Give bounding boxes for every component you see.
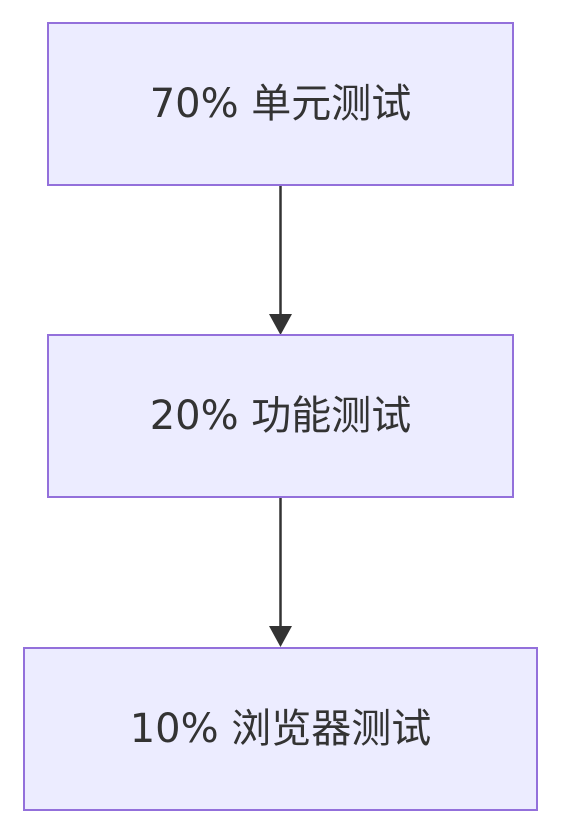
node-functional-tests: 20% 功能测试 [47,334,514,498]
node-label: 70% 单元测试 [149,81,412,127]
node-label: 10% 浏览器测试 [129,706,432,752]
node-label: 20% 功能测试 [149,393,412,439]
arrowhead-icon [269,626,292,647]
node-browser-tests: 10% 浏览器测试 [23,647,538,811]
edge-unit-to-functional [269,186,292,335]
node-unit-tests: 70% 单元测试 [47,22,514,186]
edge-functional-to-browser [269,498,292,647]
arrowhead-icon [269,314,292,335]
